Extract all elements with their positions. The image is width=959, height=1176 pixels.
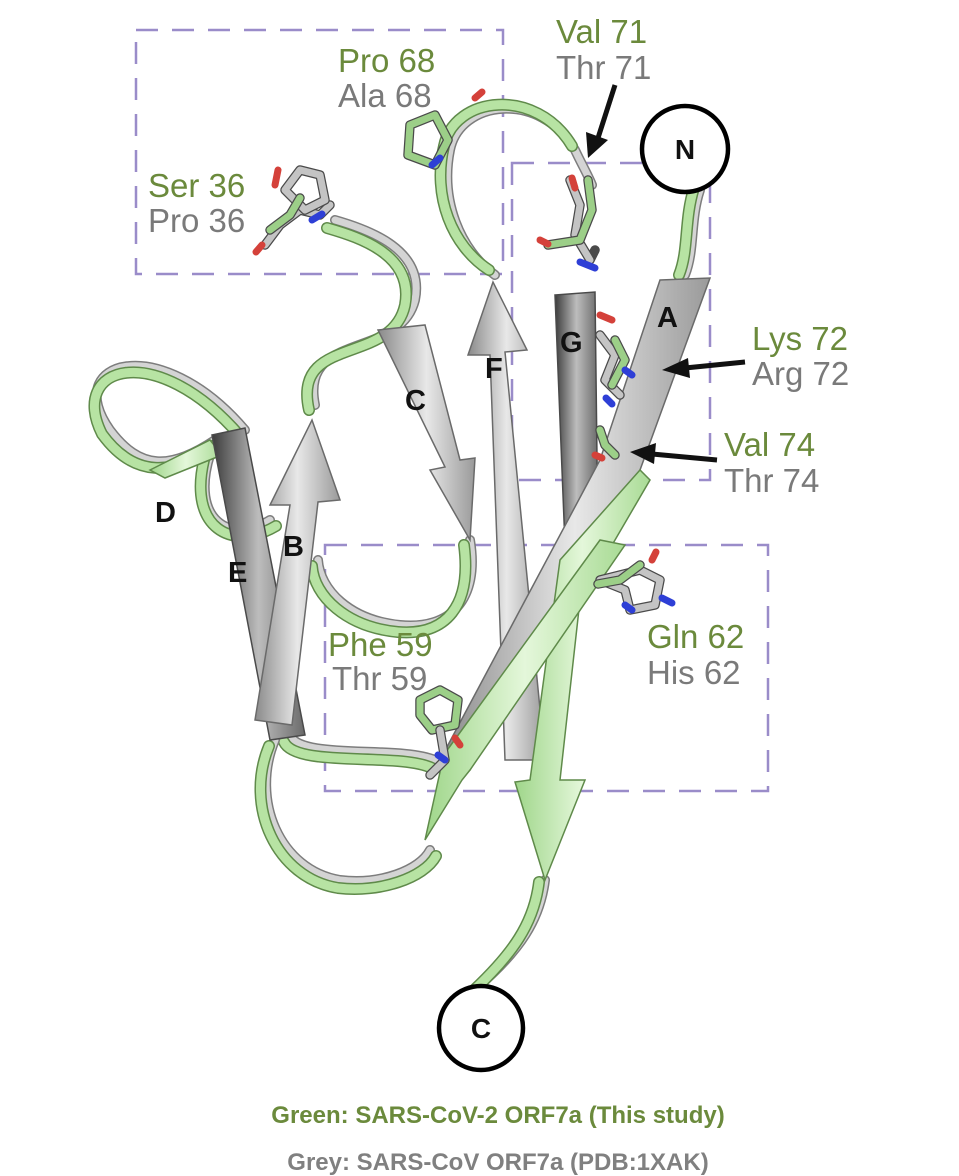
arrow-val71-head xyxy=(586,132,608,158)
strand-a-lower-ribbon xyxy=(424,539,627,841)
label-val74-sars2: Val 74 xyxy=(724,426,815,463)
label-pro68-sars1: Ala 68 xyxy=(338,77,432,114)
terminus-c-label: C xyxy=(471,1013,491,1044)
region-box-top-left xyxy=(134,28,505,276)
label-lys72-sars2: Lys 72 xyxy=(752,320,848,357)
arrow-val74-head xyxy=(630,443,656,464)
label-phe59-sars1: Thr 59 xyxy=(332,660,427,697)
side-chains xyxy=(252,88,676,780)
strand-labels: A B C D E F G xyxy=(155,302,678,589)
legend-green: Green: SARS-CoV-2 ORF7a (This study) xyxy=(271,1102,724,1129)
label-val71-sars1: Thr 71 xyxy=(556,49,651,86)
label-val71-sars2: Val 71 xyxy=(556,13,647,50)
label-val74-sars1: Thr 74 xyxy=(724,462,819,499)
terminus-n: N xyxy=(639,103,731,195)
beta-strands xyxy=(148,277,712,883)
strand-c-ribbon xyxy=(376,324,476,543)
legend-grey: Grey: SARS-CoV ORF7a (PDB:1XAK) xyxy=(287,1149,708,1176)
label-gln62-sars2: Gln 62 xyxy=(647,618,744,655)
strand-label-c: C xyxy=(405,385,426,417)
arrow-val74 xyxy=(651,451,718,463)
label-phe59-sars2: Phe 59 xyxy=(328,626,433,663)
coil-loops xyxy=(88,98,705,996)
arrow-lys72-head xyxy=(662,358,690,378)
label-gln62-sars1: His 62 xyxy=(647,654,741,691)
residue-labels: Ser 36 Pro 36 Pro 68 Ala 68 Val 71 Thr 7… xyxy=(148,13,849,697)
strand-label-e: E xyxy=(228,557,247,589)
terminus-n-label: N xyxy=(675,134,695,165)
strand-label-f: F xyxy=(485,353,503,385)
strand-label-g: G xyxy=(560,327,583,359)
strand-label-d: D xyxy=(155,497,176,529)
arrow-lys72 xyxy=(684,359,746,371)
strand-c-terminal-ribbon xyxy=(514,468,651,883)
strand-label-b: B xyxy=(283,531,304,563)
label-ser36-sars2: Ser 36 xyxy=(148,167,245,204)
legend: Green: SARS-CoV-2 ORF7a (This study) Gre… xyxy=(271,1102,724,1176)
terminus-c-circle xyxy=(436,983,526,1073)
label-lys72-sars1: Arg 72 xyxy=(752,355,849,392)
label-ser36-sars1: Pro 36 xyxy=(148,202,245,239)
terminus-c: C xyxy=(436,983,526,1073)
strand-label-a: A xyxy=(657,302,678,334)
strand-b-ribbon xyxy=(254,418,342,726)
terminus-n-circle xyxy=(639,103,731,195)
pointer-arrows xyxy=(586,84,746,464)
arrow-val71 xyxy=(595,84,618,139)
label-pro68-sars2: Pro 68 xyxy=(338,42,435,79)
